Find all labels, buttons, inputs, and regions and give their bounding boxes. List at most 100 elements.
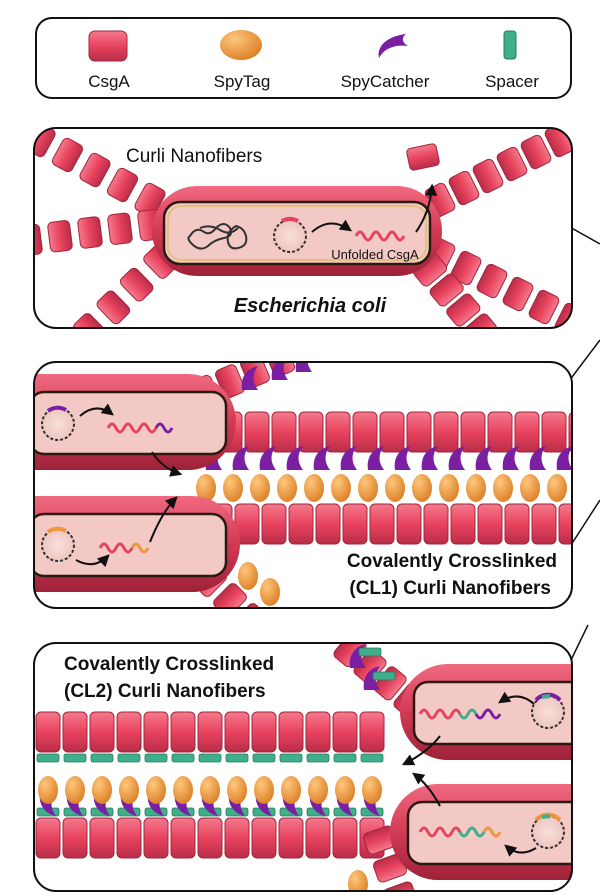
export-arrow-icon [401, 735, 441, 766]
plasmid-icon [531, 815, 565, 849]
csga-block [298, 411, 324, 453]
legend-label-spycatcher: SpyCatcher [341, 72, 430, 91]
csga-block [77, 216, 103, 249]
spytag-icon [331, 474, 351, 502]
csga-block [89, 817, 115, 859]
csga-block [35, 817, 61, 859]
csga-block [396, 503, 422, 545]
arrow-icon [79, 403, 114, 417]
csga-block [332, 711, 358, 753]
spacer-icon [360, 753, 384, 763]
spycatcher-icon [241, 366, 258, 390]
panel2-title-line2: (CL1) Curli Nanofibers [349, 578, 551, 599]
spycatcher-icon [502, 446, 519, 470]
csga-block [514, 411, 540, 453]
spacer-icon [36, 753, 60, 763]
csga-block [116, 817, 142, 859]
panel-cl2-nanofibers: Covalently Crosslinked (CL2) Curli Nanof… [33, 642, 573, 892]
spycatcher-icon [271, 362, 288, 380]
unfolded-csga-label: Unfolded CsgA [331, 247, 419, 262]
csga-block [462, 313, 498, 328]
csga-block [224, 817, 250, 859]
csga-block [477, 503, 503, 545]
csga-block [406, 411, 432, 453]
csga-block [261, 503, 287, 545]
spytag-icon [308, 776, 328, 804]
legend-label-csga: CsgA [88, 72, 130, 91]
plasmid-icon [531, 695, 565, 729]
spytag-icon [196, 474, 216, 502]
spytag-icon [65, 776, 85, 804]
csga-block [197, 817, 223, 859]
csga-block [265, 362, 295, 378]
spytag-icon [146, 776, 166, 804]
panel1-title: Curli Nanofibers [126, 146, 262, 167]
free-csga-monomer [406, 143, 440, 171]
csga-block [119, 267, 154, 302]
cell-spycatcher-producer [34, 374, 236, 470]
csga-block [34, 223, 43, 257]
spacer-icon [372, 671, 396, 681]
spycatcher-icon [259, 446, 276, 470]
arrow-icon [311, 219, 352, 233]
spytag-icon [173, 776, 193, 804]
spacer-icon [171, 753, 195, 763]
spycatcher-icon [394, 446, 411, 470]
csga-spacer-spytag-wave [418, 826, 462, 838]
spycatcher-icon [421, 446, 438, 470]
csga-block [359, 711, 385, 753]
csga-block [502, 276, 534, 312]
csga-block [433, 411, 459, 453]
spytag-icon [260, 578, 280, 606]
csga-block [170, 817, 196, 859]
csga-block [369, 503, 395, 545]
legend-label-spytag: SpyTag [214, 72, 271, 91]
spytag-icon [358, 474, 378, 502]
export-arrow-icon [415, 183, 438, 233]
legend-spacer-icon [503, 30, 517, 60]
csga-block [244, 411, 270, 453]
cell-spacer-spytag-producer [390, 784, 572, 880]
csga-block [288, 503, 314, 545]
spacer-icon [306, 753, 330, 763]
csga-block [35, 711, 61, 753]
csga-block [107, 212, 133, 245]
spycatcher-icon [448, 446, 465, 470]
csga-block [487, 411, 513, 453]
csga-block [51, 137, 84, 173]
csga-block [34, 128, 56, 158]
spacer-icon [117, 753, 141, 763]
spytag-icon [250, 474, 270, 502]
csga-block [429, 273, 464, 307]
csga-block [106, 167, 139, 203]
csga-block [62, 711, 88, 753]
csga-block [278, 711, 304, 753]
spacer-icon [90, 753, 114, 763]
spycatcher-icon [529, 446, 546, 470]
csga-block [325, 411, 351, 453]
spytag-icon [92, 776, 112, 804]
spytag-icon [466, 474, 486, 502]
spycatcher-icon [340, 446, 357, 470]
spytag-icon [348, 870, 368, 891]
csga-block [448, 170, 480, 206]
spytag-icon [412, 474, 432, 502]
spytag-icon [385, 474, 405, 502]
spytag-icon [200, 776, 220, 804]
panel1-csga-fibers [34, 128, 572, 328]
ecoli-cell: Unfolded CsgA [152, 183, 442, 276]
csga-block [379, 411, 405, 453]
csga-block [531, 503, 557, 545]
csga-block [79, 152, 111, 188]
csga-block [116, 711, 142, 753]
csga-block [73, 313, 107, 328]
spytag-icon [574, 474, 594, 502]
spycatcher-icon [286, 446, 303, 470]
spytag-icon [277, 474, 297, 502]
csga-block [170, 711, 196, 753]
cell-spytag-producer [34, 496, 240, 592]
csga-block [89, 711, 115, 753]
export-arrow-icon [412, 772, 441, 807]
chromosome-icon [187, 223, 239, 250]
